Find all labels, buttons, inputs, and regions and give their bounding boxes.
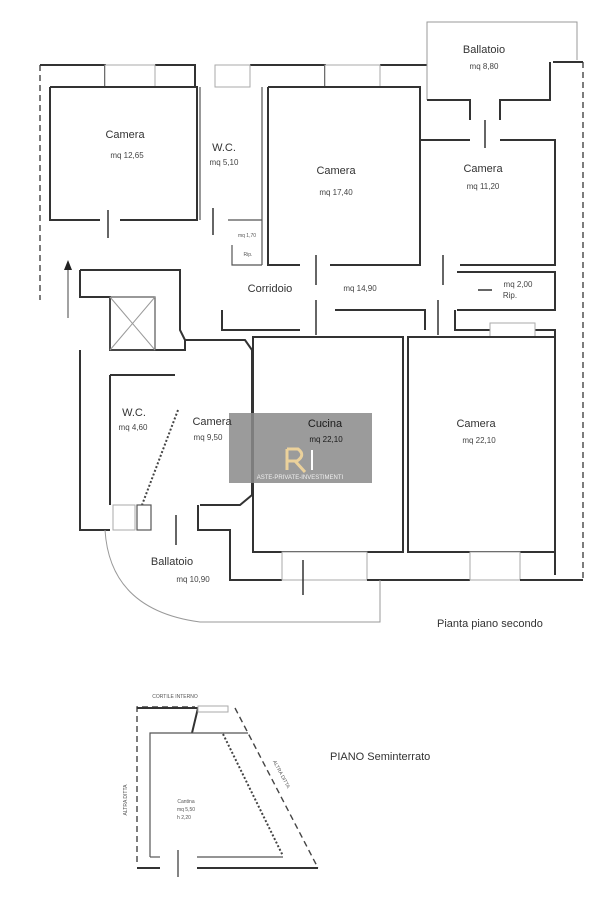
room-area: mq 5,50 xyxy=(177,807,195,813)
room-label: Cucina xyxy=(308,418,343,430)
walls xyxy=(40,21,583,623)
basement-title: PIANO Seminterrato xyxy=(330,751,430,763)
room-area: mq 10,90 xyxy=(176,575,210,584)
room-area: mq 12,65 xyxy=(110,151,144,160)
room-area: mq 11,20 xyxy=(467,182,500,191)
room-area: mq 9,50 xyxy=(194,433,223,442)
room-label: Ballatoio xyxy=(463,44,505,56)
watermark-text: ASTE-PRIVATE-INVESTIMENTI xyxy=(257,475,344,481)
room-area: mq 14,90 xyxy=(343,284,377,293)
room-label: Rip. xyxy=(244,252,253,258)
courtyard-label: CORTILE INTERNO xyxy=(152,694,198,700)
neighbor-label: ALTRA DITTA xyxy=(123,784,129,816)
room-label: Corridoio xyxy=(248,283,293,295)
room-area: mq 8,80 xyxy=(470,62,499,71)
room-area: mq 1,70 xyxy=(238,233,256,239)
room-height: h 2,20 xyxy=(177,815,191,821)
floor-title: Pianta piano secondo xyxy=(437,618,543,630)
room-label: Camera xyxy=(463,163,503,175)
room-label: Camera xyxy=(192,416,232,428)
room-label: Camera xyxy=(456,418,496,430)
room-area: mq 17,40 xyxy=(319,188,353,197)
room-label: Rip. xyxy=(503,291,517,300)
room-label: Camera xyxy=(105,129,145,141)
neighbor-label: ALTRA DITTA xyxy=(271,759,291,790)
north-arrow-icon xyxy=(64,260,72,270)
room-label: Camera xyxy=(316,165,356,177)
room-area: mq 22,10 xyxy=(309,435,343,444)
room-area: mq 22,10 xyxy=(462,436,496,445)
room-area: mq 4,60 xyxy=(119,423,148,432)
room-area: mq 2,00 xyxy=(504,280,533,289)
room-label: Ballatoio xyxy=(151,556,193,568)
room-area: mq 5,10 xyxy=(210,158,239,167)
watermark-logo: ASTE-PRIVATE-INVESTIMENTI xyxy=(229,413,372,483)
room-label: W.C. xyxy=(212,142,236,154)
room-label: Cantina xyxy=(177,799,194,805)
room-label: W.C. xyxy=(122,407,146,419)
basement-plan: CORTILE INTERNO ALTRA DITTA ALTRA DITTA … xyxy=(123,694,430,877)
